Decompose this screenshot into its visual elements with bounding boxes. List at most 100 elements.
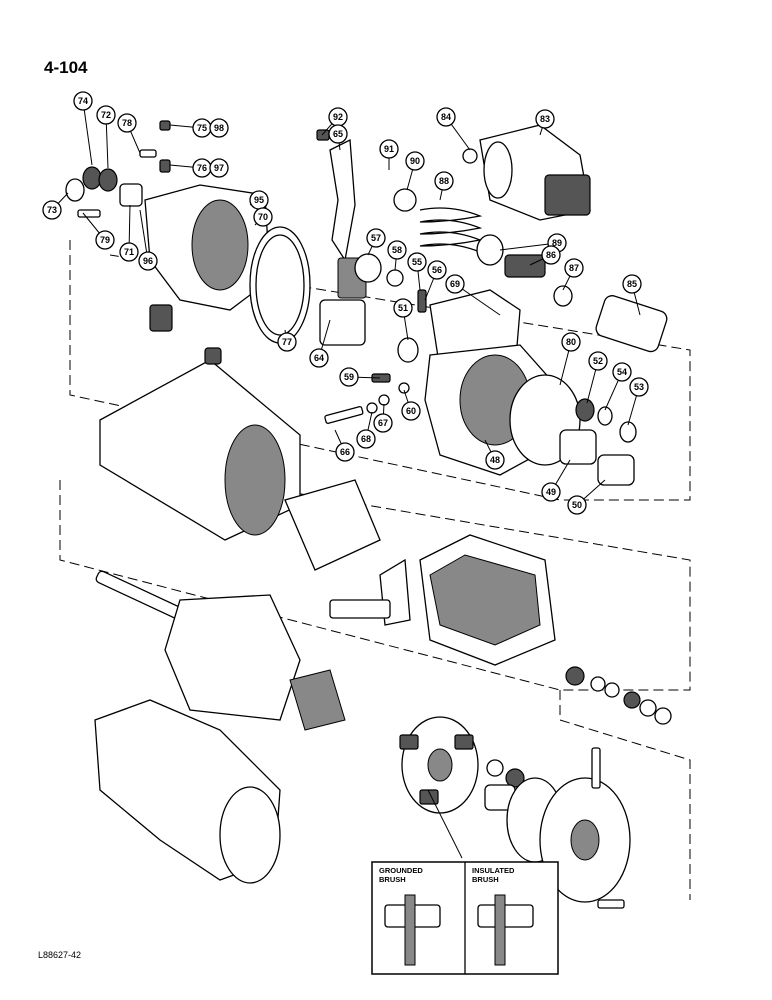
callout-48: 48 xyxy=(485,450,505,470)
callout-number: 68 xyxy=(361,434,371,444)
callout-circle xyxy=(567,495,587,515)
part-spring-88 xyxy=(419,207,483,253)
inset-brush-detail: GROUNDED BRUSH INSULATED BRUSH xyxy=(371,861,559,975)
callout-80: 80 xyxy=(561,332,581,352)
callout-number: 74 xyxy=(78,96,88,106)
callout-57: 57 xyxy=(366,228,386,248)
callout-number: 75 xyxy=(197,123,207,133)
callout-number: 53 xyxy=(634,382,644,392)
callout-circle xyxy=(612,362,632,382)
callout-circle xyxy=(564,258,584,278)
part-nut-terminal xyxy=(565,666,585,686)
callout-circle xyxy=(373,413,393,433)
callout-number: 88 xyxy=(439,176,449,186)
part-end-frame-hub xyxy=(570,819,600,861)
part-plug-76 xyxy=(159,159,171,173)
callout-54: 54 xyxy=(612,362,632,382)
part-brush-plate-center xyxy=(427,748,453,782)
callout-number: 76 xyxy=(197,163,207,173)
callout-90: 90 xyxy=(405,151,425,171)
callout-number: 73 xyxy=(47,205,57,215)
callout-66: 66 xyxy=(335,442,355,462)
callout-number: 86 xyxy=(546,250,556,260)
callout-number: 78 xyxy=(122,118,132,128)
part-ring-58 xyxy=(386,269,404,287)
callout-51: 51 xyxy=(393,298,413,318)
page-number: 4-104 xyxy=(44,58,88,77)
callout-circle xyxy=(405,151,425,171)
callout-circle xyxy=(485,450,505,470)
callout-number: 91 xyxy=(384,144,394,154)
callout-number: 72 xyxy=(101,110,111,120)
part-ring-small xyxy=(486,759,504,777)
callout-70: 70 xyxy=(253,207,273,227)
callout-number: 69 xyxy=(450,279,460,289)
part-bearing-72 xyxy=(98,168,118,192)
callout-circle xyxy=(629,377,649,397)
part-bearing-57 xyxy=(354,253,382,283)
inset-insulated-plate xyxy=(494,894,506,966)
callout-number: 71 xyxy=(124,247,134,257)
callout-number: 96 xyxy=(143,256,153,266)
part-bearing-52 xyxy=(575,398,595,422)
part-drive-housing-bore xyxy=(191,199,249,291)
callout-91: 91 xyxy=(379,139,399,159)
part-ring-89 xyxy=(476,234,504,266)
callout-circle xyxy=(622,274,642,294)
callout-56: 56 xyxy=(427,260,447,280)
callout-circle xyxy=(339,367,359,387)
callout-71: 71 xyxy=(119,242,139,262)
part-bushing-71 xyxy=(119,183,143,207)
callout-circle xyxy=(366,228,386,248)
callout-number: 95 xyxy=(254,195,264,205)
part-field-frame-bore xyxy=(224,424,286,536)
callout-95: 95 xyxy=(249,190,269,210)
callout-circle xyxy=(119,242,139,262)
callout-49: 49 xyxy=(541,482,561,502)
part-plunger-86 xyxy=(504,254,546,278)
callout-88: 88 xyxy=(434,171,454,191)
callout-86: 86 xyxy=(541,245,561,265)
callout-circle xyxy=(138,251,158,271)
callout-number: 49 xyxy=(546,487,556,497)
callout-number: 66 xyxy=(340,447,350,457)
callout-79: 79 xyxy=(95,230,115,250)
callout-number: 64 xyxy=(314,353,324,363)
part-cap-73 xyxy=(65,178,85,202)
callout-circle xyxy=(42,200,62,220)
callout-number: 70 xyxy=(258,212,268,222)
part-screw-78 xyxy=(139,149,157,158)
callout-73: 73 xyxy=(42,200,62,220)
inset-label-right-1: INSULATED xyxy=(472,866,515,875)
part-brush-holder-b xyxy=(454,734,474,750)
callout-52: 52 xyxy=(588,351,608,371)
callout-circle xyxy=(401,401,421,421)
callout-circle xyxy=(427,260,447,280)
callout-75: 75 xyxy=(192,118,212,138)
callout-circle xyxy=(445,274,465,294)
callout-number: 77 xyxy=(282,337,292,347)
callout-number: 90 xyxy=(410,156,420,166)
callout-number: 87 xyxy=(569,263,579,273)
callout-number: 97 xyxy=(214,163,224,173)
callout-84: 84 xyxy=(436,107,456,127)
callout-number: 55 xyxy=(412,257,422,267)
part-bushing-50 xyxy=(597,454,635,486)
part-ring-67 xyxy=(378,394,390,406)
part-washer-c xyxy=(623,691,641,709)
part-field-coil-winding xyxy=(429,554,541,646)
callout-74: 74 xyxy=(73,91,93,111)
callout-97: 97 xyxy=(209,158,229,178)
part-stud-end xyxy=(591,747,601,789)
inset-label-left-1: GROUNDED xyxy=(379,866,423,875)
callout-circle xyxy=(436,107,456,127)
callout-leader-74 xyxy=(82,100,93,166)
callout-number: 48 xyxy=(490,455,500,465)
callout-circle xyxy=(407,252,427,272)
part-brush-holder-a xyxy=(399,734,419,750)
figure-code: L88627-42 xyxy=(38,950,82,960)
callout-circle xyxy=(277,332,297,352)
callout-number: 57 xyxy=(371,233,381,243)
